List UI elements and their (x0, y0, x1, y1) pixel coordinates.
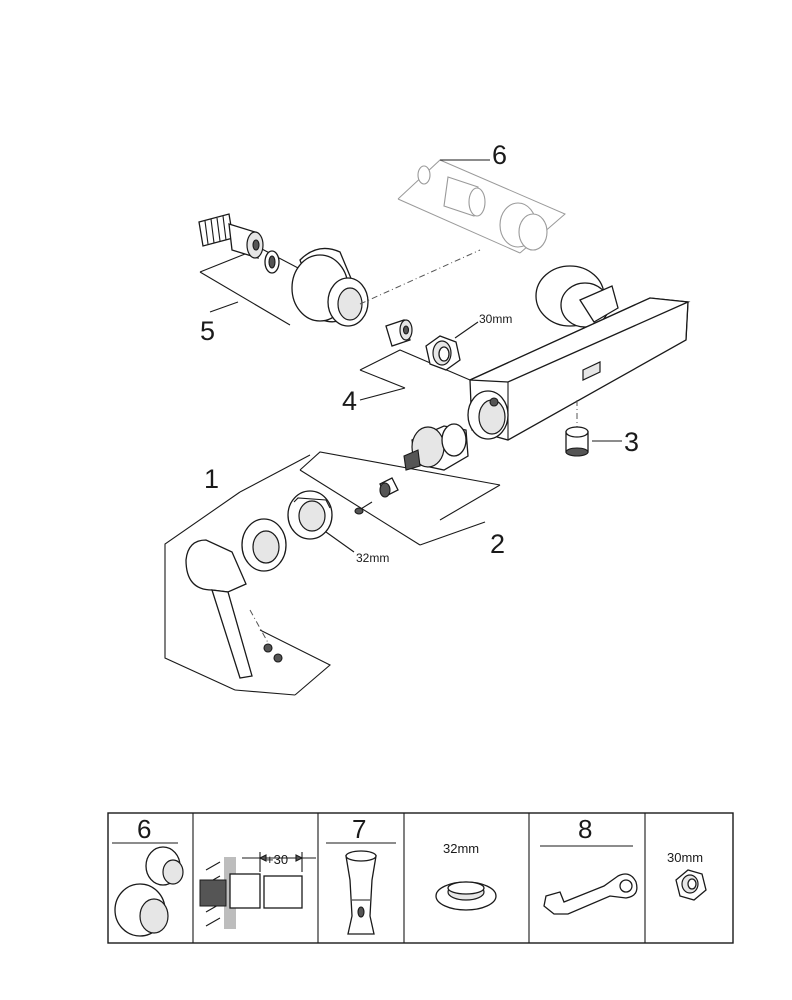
group-2-cartridge-assembly: 2 (299, 423, 505, 559)
accessories-table: 6 +30 7 (107, 812, 734, 944)
dimension-32mm-label: 32mm (356, 551, 389, 565)
callout-3: 3 (624, 427, 639, 457)
rosette-cover (291, 247, 369, 327)
accessory-cell-32mm-nut: 32mm (435, 841, 497, 911)
accessory-cell-extension-length: +30 (199, 852, 316, 929)
accessory-number-6: 6 (137, 814, 151, 844)
cover-sleeve (241, 518, 287, 572)
bonnet-nut-32mm (287, 490, 333, 540)
brand-logo-icon (582, 361, 601, 381)
screw (354, 501, 373, 515)
accessory-number-8: 8 (578, 814, 592, 844)
mixer-body (467, 265, 691, 441)
callout-5: 5 (200, 316, 215, 346)
group-6-extension-set: 6 (397, 140, 566, 254)
callout-1: 1 (204, 464, 219, 494)
group-1-handle-assembly: 32mm 1 (164, 454, 389, 696)
check-valve-insert (385, 319, 413, 347)
accessory-number-7: 7 (352, 814, 366, 844)
lever-handle (185, 539, 253, 679)
accessory-32mm-label: 32mm (443, 841, 479, 856)
extension-length-label: +30 (266, 852, 288, 867)
callout-2: 2 (490, 529, 505, 559)
callout-6: 6 (492, 140, 507, 170)
group-5-connector-assembly: 5 (198, 213, 369, 346)
group-4-check-valve-assembly: 30mm 4 (342, 312, 512, 416)
s-union-connector (198, 213, 264, 259)
accessory-cell-key-tool: 7 (326, 814, 396, 935)
callout-4: 4 (342, 386, 357, 416)
accessory-30mm-label: 30mm (667, 850, 703, 865)
hex-nut-30mm (425, 335, 461, 371)
accessory-cell-spanner: 8 (540, 814, 638, 915)
accessory-cell-extension-set: 6 (112, 814, 184, 937)
accessory-cell-30mm-nut: 30mm (667, 850, 707, 901)
dimension-30mm-label: 30mm (479, 312, 512, 326)
cartridge (403, 423, 469, 471)
part-3-plug: 3 (565, 400, 639, 457)
spindle-adapter (379, 477, 399, 498)
